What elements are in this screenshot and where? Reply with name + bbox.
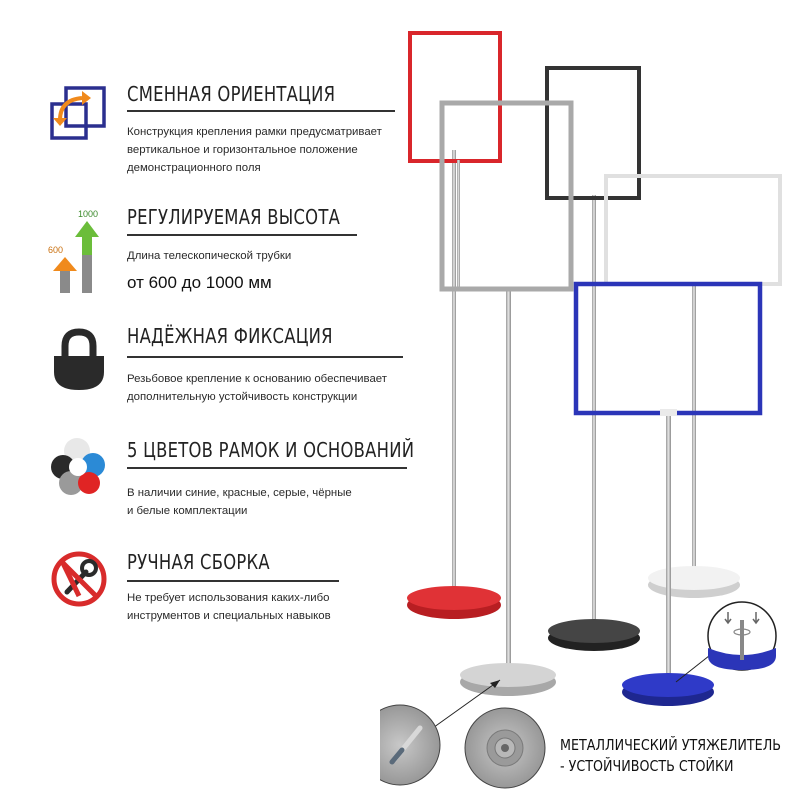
weight-caption: МЕТАЛЛИЧЕСКИЙ УТЯЖЕЛИТЕЛЬ - УСТОЙЧИВОСТЬ… (560, 735, 781, 777)
height-min-label: 600 (48, 245, 63, 255)
feature-desc-line: Не требует использования каких-либо (127, 592, 330, 604)
feature-title: СМЕННАЯ ОРИЕНТАЦИЯ (127, 82, 336, 106)
orientation-icon (50, 86, 106, 140)
weight-detail-zoom (380, 679, 546, 789)
caption-line: - УСТОЙЧИВОСТЬ СТОЙКИ (560, 757, 734, 775)
feature-desc-line: вертикальное и горизонтальное положение (127, 144, 358, 156)
feature-desc-line: Длина телескопической трубки (127, 250, 292, 262)
height-arrows-icon: 1000 600 (48, 209, 99, 293)
feature-height: 1000 600 РЕГУЛИРУЕМАЯ ВЫСОТА Длина телес… (0, 195, 420, 305)
title-divider (127, 580, 339, 582)
feature-desc-line: В наличии синие, красные, серые, чёрные (127, 487, 352, 499)
feature-desc-line: дополнительную устойчивость конструкции (127, 391, 358, 403)
stand-red (407, 31, 502, 619)
stand-grey (439, 100, 574, 696)
no-tools-icon (51, 551, 107, 607)
feature-title: РЕГУЛИРУЕМАЯ ВЫСОТА (127, 205, 341, 229)
color-circles-icon (51, 438, 105, 495)
feature-title: РУЧНАЯ СБОРКА (127, 550, 270, 574)
feature-desc-line: Резьбовое крепление к основанию обеспечи… (127, 373, 387, 385)
title-divider (127, 110, 395, 112)
title-divider (127, 467, 407, 469)
feature-desc-line: инструментов и специальных навыков (127, 610, 331, 622)
height-max-label: 1000 (78, 209, 98, 219)
feature-orientation: СМЕННАЯ ОРИЕНТАЦИЯ Конструкция крепления… (0, 70, 420, 180)
feature-desc-line: и белые комплектации (127, 505, 248, 517)
caption-line: МЕТАЛЛИЧЕСКИЙ УТЯЖЕЛИТЕЛЬ (560, 736, 781, 754)
stand-blue (573, 281, 763, 706)
feature-fixation: НАДЁЖНАЯ ФИКСАЦИЯ Резьбовое крепление к … (0, 318, 420, 408)
title-divider (127, 234, 357, 236)
blue-base-zoom (675, 601, 777, 683)
title-divider (127, 356, 403, 358)
feature-title: 5 ЦВЕТОВ РАМОК И ОСНОВАНИЙ (127, 438, 415, 462)
stand-white (604, 174, 782, 598)
feature-colors: 5 ЦВЕТОВ РАМОК И ОСНОВАНИЙ В наличии син… (0, 428, 420, 528)
product-illustration (380, 31, 782, 789)
feature-desc-line: Конструкция крепления рамки предусматрив… (127, 126, 382, 138)
feature-assembly: РУЧНАЯ СБОРКА Не требует использования к… (0, 542, 420, 632)
feature-desc-line: демонстрационного поля (127, 162, 261, 174)
feature-title: НАДЁЖНАЯ ФИКСАЦИЯ (127, 324, 333, 348)
height-range: от 600 до 1000 мм (127, 273, 272, 292)
stand-black (545, 66, 641, 651)
padlock-icon (54, 328, 104, 390)
